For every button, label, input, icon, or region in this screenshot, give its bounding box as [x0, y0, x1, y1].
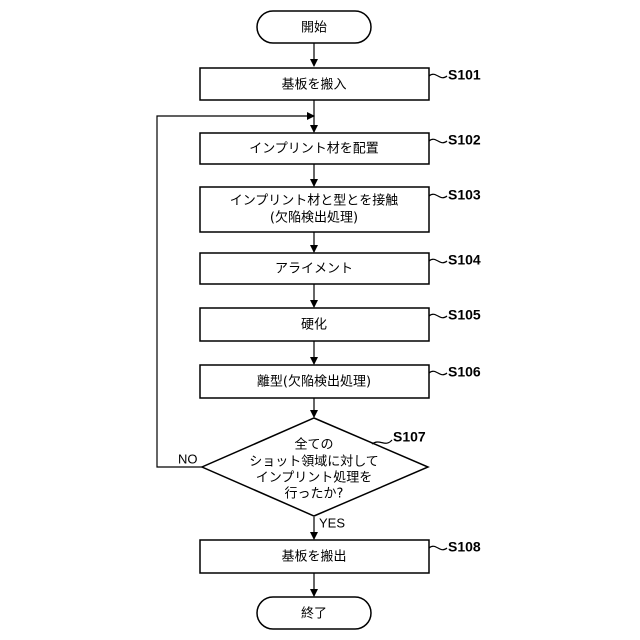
step-s103-leader	[429, 194, 447, 197]
step-s103: インプリント材と型とを接触 (欠陥検出処理) S103	[200, 187, 481, 232]
step-s103-id: S103	[448, 187, 481, 203]
step-s102-text: インプリント材を配置	[249, 142, 379, 157]
end-terminal: 終了	[257, 597, 371, 629]
end-label: 終了	[301, 606, 327, 622]
decision-s107-text-line2: ショット領域に対して	[249, 454, 379, 470]
decision-s107-text-line3: インプリント処理を	[256, 471, 373, 486]
step-s105: 硬化 S105	[200, 307, 481, 341]
decision-s107-leader	[372, 440, 392, 444]
step-s105-leader	[429, 314, 447, 317]
step-s108-id: S108	[448, 539, 481, 555]
step-s104-leader	[429, 259, 447, 262]
step-s105-id: S105	[448, 307, 481, 323]
step-s102-id: S102	[448, 132, 481, 148]
step-s104-text: アライメント	[275, 262, 353, 277]
decision-no-label: NO	[178, 451, 198, 466]
decision-yes-label: YES	[319, 515, 345, 530]
step-s101: 基板を搬入 S101	[200, 67, 481, 100]
step-s101-id: S101	[448, 67, 481, 83]
step-s108-leader	[429, 546, 447, 549]
step-s101-text: 基板を搬入	[281, 78, 346, 93]
step-s106-id: S106	[448, 364, 481, 380]
step-s106: 離型(欠陥検出処理) S106	[200, 364, 481, 398]
step-s108-text: 基板を搬出	[281, 550, 346, 565]
step-s104-id: S104	[448, 252, 481, 268]
step-s104: アライメント S104	[200, 252, 481, 284]
step-s105-text: 硬化	[301, 318, 327, 333]
step-s103-text-line2: (欠陥検出処理)	[270, 210, 358, 226]
decision-s107: 全ての ショット領域に対して インプリント処理を 行ったか? S107 NO Y…	[178, 418, 428, 530]
step-s102-leader	[429, 139, 447, 142]
step-s102: インプリント材を配置 S102	[200, 132, 481, 164]
step-s106-text: 離型(欠陥検出処理)	[257, 374, 371, 390]
start-label: 開始	[301, 21, 327, 36]
step-s106-leader	[429, 371, 447, 374]
step-s103-text-line1: インプリント材と型とを接触	[230, 193, 399, 209]
decision-s107-id: S107	[393, 429, 426, 445]
arrow-s107-no-loop	[157, 116, 314, 467]
step-s101-leader	[429, 74, 447, 77]
decision-s107-text-line1: 全ての	[294, 437, 333, 453]
step-s108: 基板を搬出 S108	[200, 539, 481, 573]
start-terminal: 開始	[257, 11, 371, 43]
decision-s107-text-line4: 行ったか?	[285, 487, 344, 502]
